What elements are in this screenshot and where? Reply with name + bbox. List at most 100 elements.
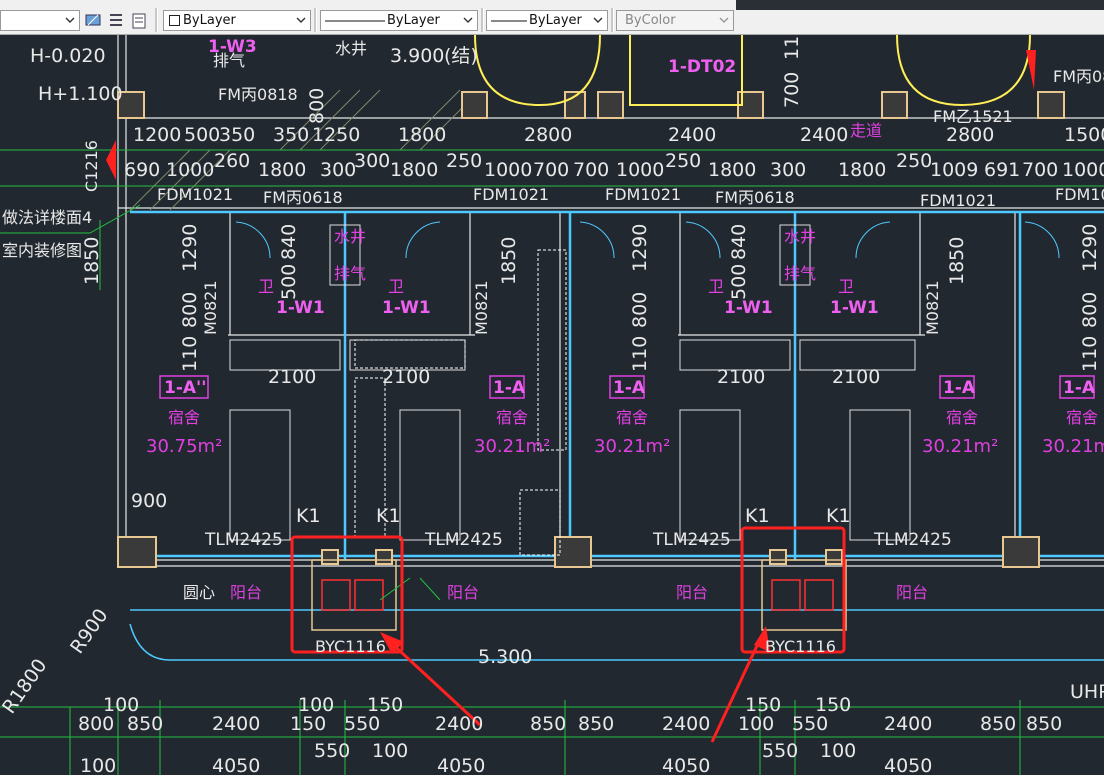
dimension-text: 550 bbox=[314, 740, 350, 762]
dimension-text: 500 bbox=[184, 124, 220, 146]
dimension-text: 100 bbox=[372, 740, 408, 762]
dimension-text: 2400 bbox=[435, 713, 483, 735]
dimension-text: 110 bbox=[629, 336, 651, 372]
plotstyle-value: ByColor bbox=[625, 13, 676, 28]
dimension-text: 690 bbox=[124, 159, 160, 181]
dimension-text: 1800 bbox=[708, 159, 756, 181]
dimension-text: 1000 bbox=[166, 159, 214, 181]
dimension-text: 500 bbox=[278, 264, 300, 300]
dimension-text: 2400 bbox=[668, 124, 716, 146]
room-name: 宿舍 bbox=[616, 408, 648, 427]
second-dimensions: 690 1000 260 1800 300 300 1800 250 1000 … bbox=[124, 150, 1104, 181]
layer-match-icon[interactable] bbox=[84, 11, 104, 31]
dimension-text: 800 bbox=[78, 713, 114, 735]
dimension-text: 691 bbox=[984, 159, 1020, 181]
ac-mark: K1 bbox=[376, 505, 401, 527]
vertical-dimensions: 1850 1290 800 110 840 500 1850 1290 800 … bbox=[81, 35, 1101, 372]
dimension-text: 1000 bbox=[616, 159, 664, 181]
dimension-text: 1850 bbox=[498, 237, 520, 285]
balcony-code: BYC1116 bbox=[315, 637, 386, 656]
wc-label: 卫 bbox=[258, 277, 274, 296]
balcony-units-red bbox=[321, 579, 834, 611]
wc-label: 卫 bbox=[838, 277, 854, 296]
color-value: ByLayer bbox=[183, 13, 236, 28]
layer-previous-icon[interactable] bbox=[107, 11, 127, 31]
shaft-label: 排气 bbox=[784, 264, 816, 283]
wc-label: 卫 bbox=[708, 277, 724, 296]
dimension-text: 700 bbox=[533, 159, 569, 181]
linetype-dropdown[interactable]: ByLayer bbox=[320, 10, 478, 31]
dimension-text: 300 bbox=[320, 159, 356, 181]
room-area: 30.21m² bbox=[594, 436, 670, 457]
lineweight-dropdown[interactable]: ByLayer bbox=[486, 10, 608, 31]
dimension-text: 2100 bbox=[268, 366, 316, 388]
shaft-label: 排气 bbox=[334, 264, 366, 283]
dimension-text: 1800 bbox=[390, 159, 438, 181]
room-tag: 1-A bbox=[613, 378, 646, 398]
window-code: C1216 bbox=[82, 140, 101, 192]
dimension-text: 840 bbox=[728, 224, 750, 260]
elevator-tag: 1-DT02 bbox=[668, 57, 736, 77]
dimension-text: 2100 bbox=[382, 366, 430, 388]
room-name: 宿舍 bbox=[168, 408, 200, 427]
door-code: FDM1021 bbox=[157, 185, 233, 204]
door-code: FDM1021 bbox=[1055, 185, 1104, 204]
leader-lines bbox=[0, 204, 441, 601]
room-tag: 1-A bbox=[1063, 378, 1096, 398]
color-swatch-icon bbox=[169, 15, 180, 26]
dimension-text: 1800 bbox=[398, 124, 446, 146]
room-name: 宿舍 bbox=[1066, 408, 1098, 427]
dimension-text: 1250 bbox=[312, 124, 360, 146]
dimension-text: 800 bbox=[179, 292, 201, 328]
dimension-text: 2800 bbox=[524, 124, 572, 146]
dimension-text: 150 bbox=[815, 694, 851, 716]
dimension-text: 250 bbox=[896, 150, 932, 172]
balcony-label: 阳台 bbox=[447, 583, 479, 602]
dimension-text: 110 bbox=[179, 336, 201, 372]
drawing-canvas[interactable]: H-0.020 H+1.100 5.300 3.900 (结) 1-W3 排气 … bbox=[0, 35, 1104, 775]
properties-toolbar: ByLayer ByLayer ByLayer ByColor bbox=[0, 0, 1104, 35]
dimension-text: 2100 bbox=[832, 366, 880, 388]
elevation-suffix: (结) bbox=[444, 45, 478, 67]
dimension-text: 550 bbox=[344, 713, 380, 735]
dimension-text: 2100 bbox=[717, 366, 765, 388]
chevron-down-icon bbox=[296, 17, 306, 23]
plotstyle-dropdown[interactable]: ByColor bbox=[616, 10, 734, 31]
dimension-text: 550 bbox=[762, 740, 798, 762]
wc-label: 卫 bbox=[388, 277, 404, 296]
door-code: FDM1021 bbox=[605, 185, 681, 204]
dimension-text: 110 bbox=[1079, 336, 1101, 372]
toolbar-separator bbox=[611, 8, 614, 32]
dimension-text: 1290 bbox=[179, 224, 201, 272]
lineweight-value: ByLayer bbox=[529, 13, 582, 28]
shaft-label: 水井 bbox=[784, 227, 816, 246]
dimension-text: 1290 bbox=[629, 224, 651, 272]
dimension-text: 700 bbox=[781, 72, 803, 108]
toolbar-separator bbox=[155, 8, 158, 32]
balcony-label: 阳台 bbox=[676, 583, 708, 602]
dimension-text: 150 bbox=[745, 694, 781, 716]
dimension-text: 100 bbox=[80, 755, 116, 775]
level-label: H-0.020 bbox=[30, 45, 106, 67]
door-code: TLM2425 bbox=[652, 530, 731, 550]
layer-isolate-icon[interactable] bbox=[130, 11, 150, 31]
dimension-text: 2400 bbox=[884, 713, 932, 735]
door-swings bbox=[235, 221, 1060, 259]
chevron-down-icon bbox=[65, 17, 75, 23]
window-tag: 1-W1 bbox=[724, 298, 773, 318]
dimension-text: 1500 bbox=[1064, 124, 1104, 146]
dimension-text: 1200 bbox=[133, 124, 181, 146]
room-label: 排气 bbox=[213, 51, 245, 70]
note-text: 室内装修图 bbox=[2, 241, 82, 260]
note-text: 做法详楼面4 bbox=[2, 208, 92, 227]
level-label: 5.300 bbox=[478, 646, 532, 668]
markup-arrow-left bbox=[380, 632, 482, 727]
dimension-text: 4050 bbox=[662, 755, 710, 775]
color-dropdown[interactable]: ByLayer bbox=[163, 10, 311, 31]
dimension-text: 1000 bbox=[484, 159, 532, 181]
chevron-down-icon bbox=[463, 17, 473, 23]
room-tag: 1-A bbox=[943, 378, 976, 398]
dimension-text: 1850 bbox=[946, 237, 968, 285]
layer-state-dropdown[interactable] bbox=[0, 10, 80, 31]
room-area: 30.21m² bbox=[474, 436, 550, 457]
